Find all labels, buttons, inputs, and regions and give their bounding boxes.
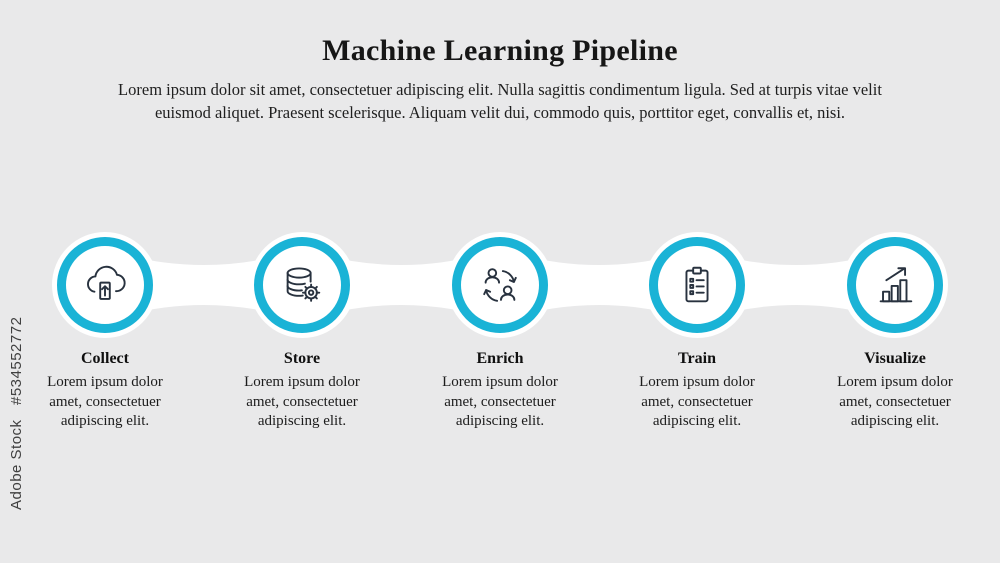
step-description: Lorem ipsum dolor amet, consectetuer adi… xyxy=(639,374,755,429)
pipeline-step-visualize: Visualize Lorem ipsum dolor amet, consec… xyxy=(805,237,985,432)
step-title: Collect xyxy=(81,350,129,367)
page-title: Machine Learning Pipeline xyxy=(322,34,678,67)
header: Machine Learning Pipeline Lorem ipsum do… xyxy=(0,34,1000,125)
step-circle xyxy=(847,237,943,333)
checklist-clipboard-icon xyxy=(674,262,720,308)
pipeline-step-train: Train Lorem ipsum dolor amet, consectetu… xyxy=(607,237,787,432)
step-circle xyxy=(57,237,153,333)
cloud-upload-icon xyxy=(82,262,128,308)
step-title: Visualize xyxy=(864,350,926,367)
database-gear-icon xyxy=(279,262,325,308)
step-description: Lorem ipsum dolor amet, consectetuer adi… xyxy=(837,374,953,429)
step-title: Store xyxy=(283,350,321,367)
bar-chart-growth-icon xyxy=(872,262,918,308)
pipeline-step-collect: Collect Lorem ipsum dolor amet, consecte… xyxy=(15,237,195,432)
page-subtitle: Lorem ipsum dolor sit amet, consectetuer… xyxy=(118,80,882,123)
step-title: Train xyxy=(678,350,716,367)
pipeline-step-store: Store Lorem ipsum dolor amet, consectetu… xyxy=(212,237,392,432)
watermark-brand: Adobe Stock xyxy=(8,419,25,510)
people-sync-icon xyxy=(477,262,523,308)
step-circle xyxy=(452,237,548,333)
step-circle xyxy=(254,237,350,333)
step-description: Lorem ipsum dolor amet, consectetuer adi… xyxy=(442,374,558,429)
step-circle xyxy=(649,237,745,333)
step-description: Lorem ipsum dolor amet, consectetuer adi… xyxy=(244,374,360,429)
pipeline-step-enrich: Enrich Lorem ipsum dolor amet, consectet… xyxy=(410,237,590,432)
step-description: Lorem ipsum dolor amet, consectetuer adi… xyxy=(47,374,163,429)
step-title: Enrich xyxy=(476,350,524,367)
